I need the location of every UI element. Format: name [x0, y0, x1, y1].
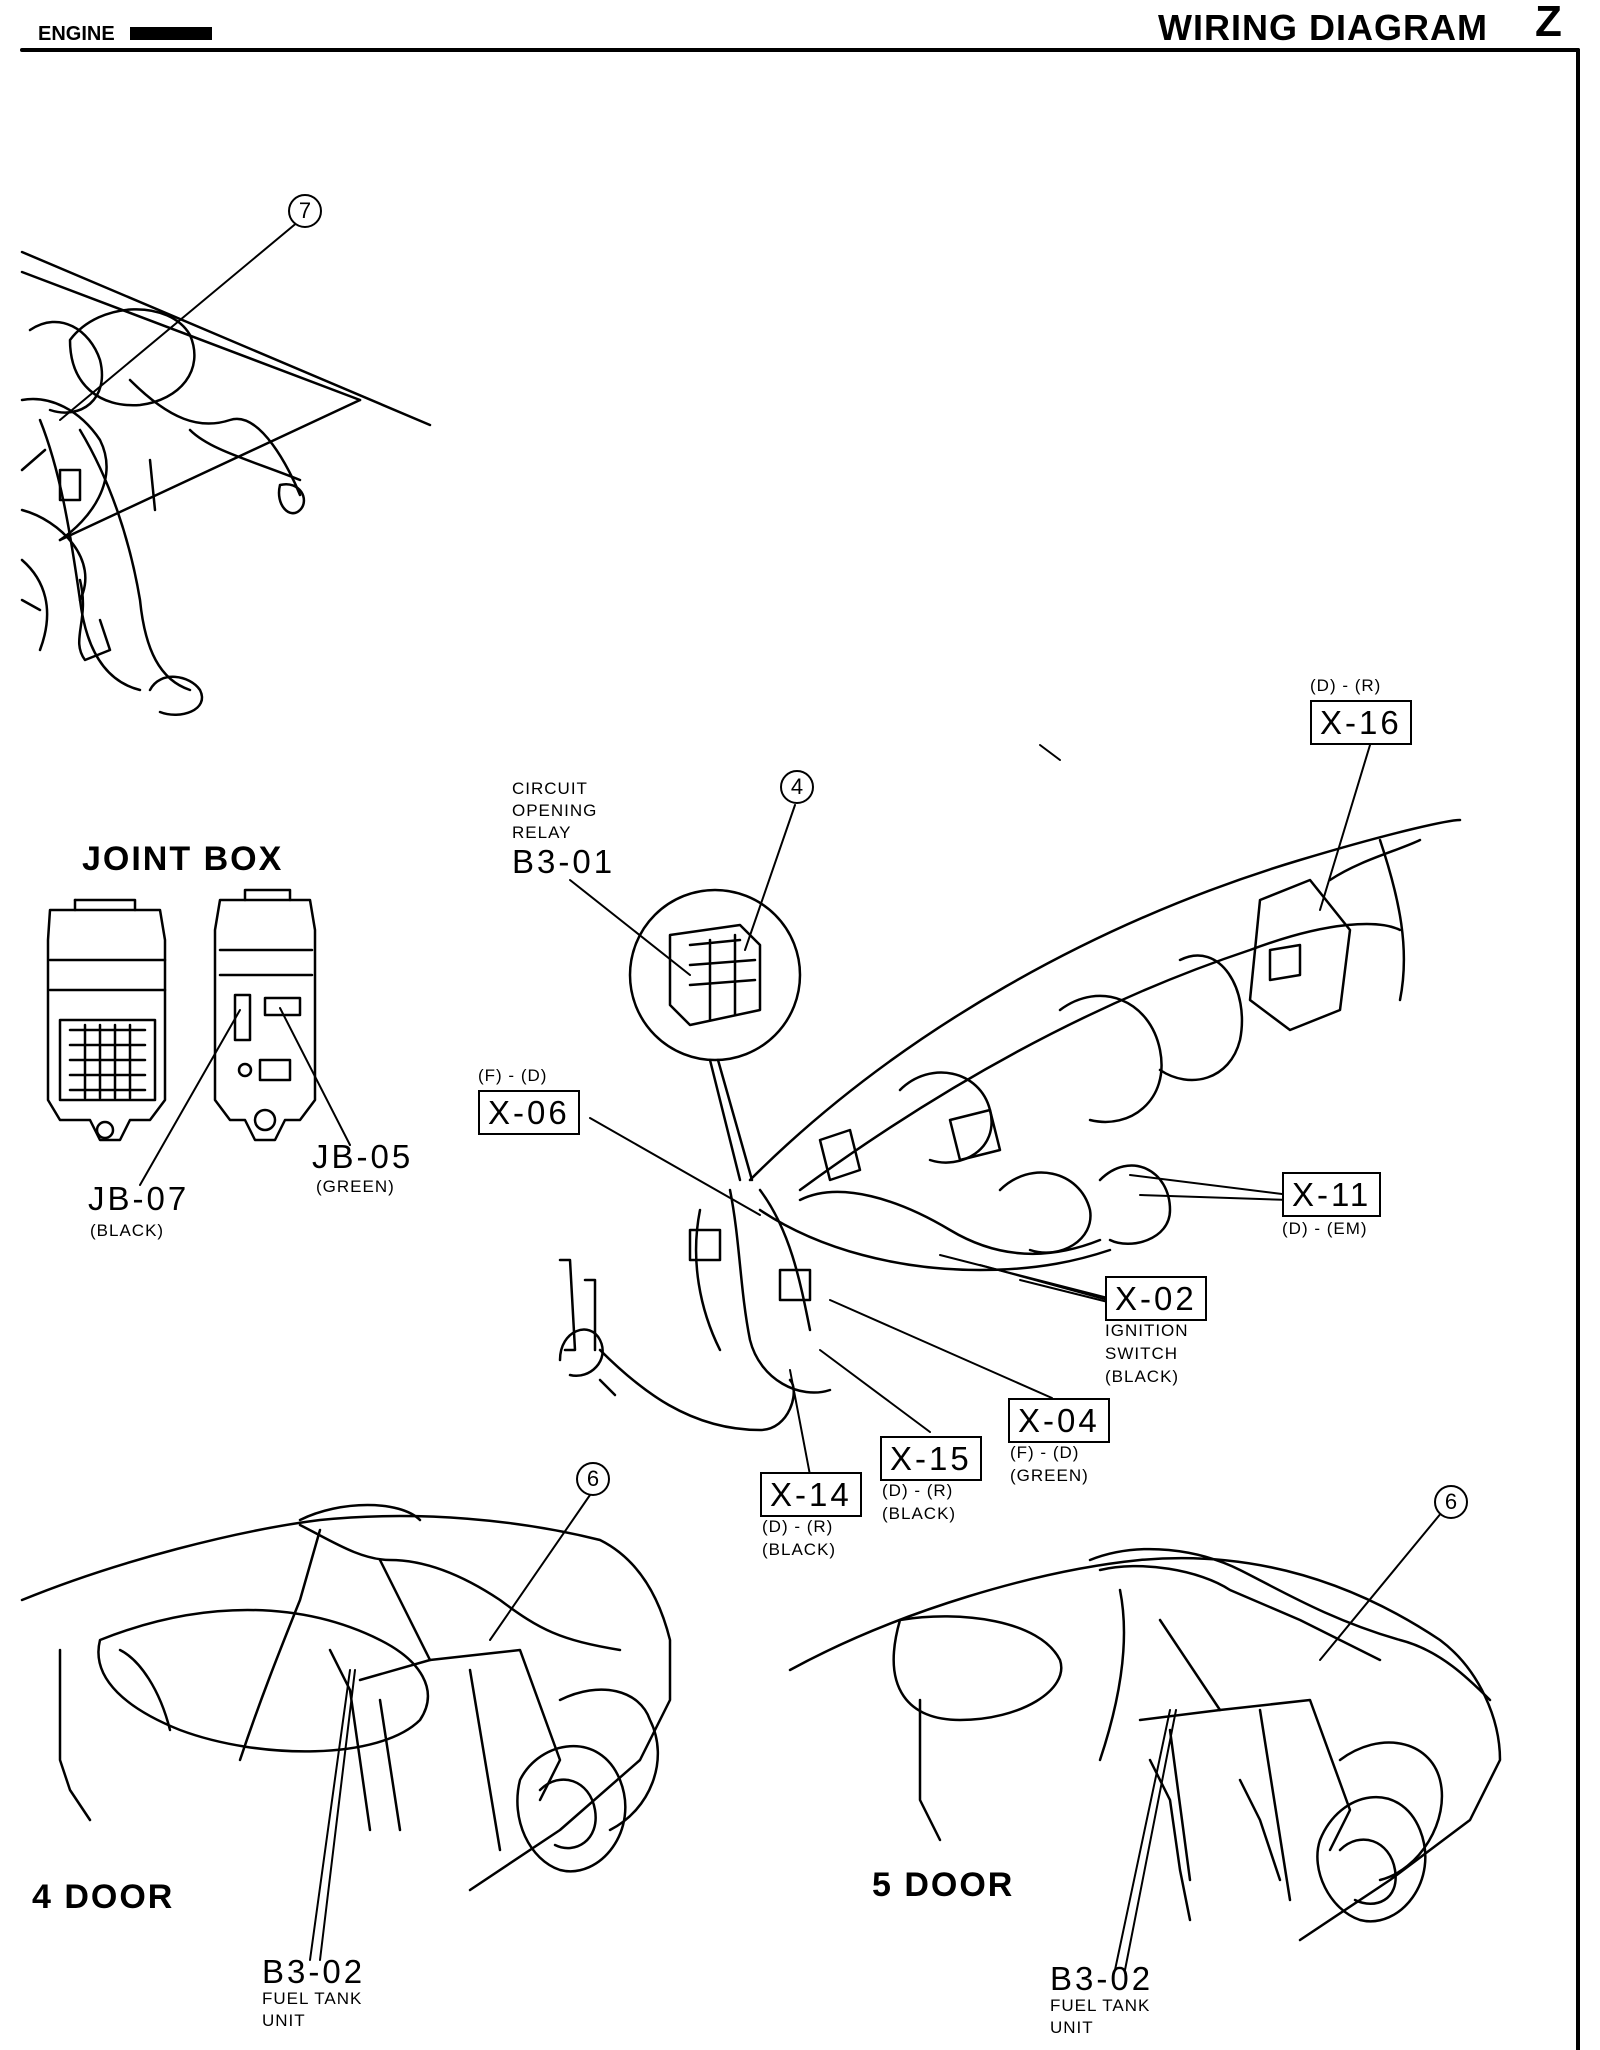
- x16-route: (D) - (R): [1310, 676, 1382, 695]
- x15-route: (D) - (R): [882, 1481, 954, 1500]
- four-door-car-illustration: [20, 1494, 672, 1961]
- x11-route: (D) - (EM): [1282, 1219, 1368, 1238]
- relay-name-line1: CIRCUIT: [512, 779, 588, 798]
- x04-color: (GREEN): [1010, 1466, 1089, 1485]
- page-frame: [20, 48, 1580, 2050]
- jb-05-color: (GREEN): [316, 1177, 395, 1196]
- callout-6-five-door: 6: [1434, 1485, 1468, 1519]
- x15-connector-box: X-15: [880, 1436, 982, 1482]
- dashboard-harness-illustration: [558, 744, 1462, 1476]
- section-redaction-bar: [130, 27, 212, 40]
- engine-compartment-view: [20, 215, 432, 717]
- x02-desc-line1: IGNITION: [1105, 1321, 1189, 1340]
- x02-desc-line2: SWITCH: [1105, 1344, 1179, 1363]
- five-door-title: 5 DOOR: [872, 1866, 1015, 1904]
- callout-7: 7: [288, 194, 322, 228]
- callout-4: 4: [780, 770, 814, 804]
- five-door-car-illustration: [788, 1511, 1502, 1971]
- x06-route: (F) - (D): [478, 1066, 548, 1085]
- relay-name-line3: RELAY: [512, 823, 572, 842]
- x02-connector-box: X-02: [1105, 1276, 1207, 1322]
- page-marker: Z: [1535, 0, 1562, 46]
- joint-box-illustration: [46, 888, 351, 1186]
- x06-connector-box: X-06: [478, 1090, 580, 1136]
- five-door-fuel-line2: UNIT: [1050, 2018, 1094, 2037]
- jb-07-color: (BLACK): [90, 1221, 165, 1240]
- x11-connector-box: X-11: [1282, 1172, 1382, 1218]
- x02-color: (BLACK): [1105, 1367, 1180, 1386]
- x14-color: (BLACK): [762, 1540, 837, 1559]
- callout-6-four-door: 6: [576, 1462, 610, 1496]
- x04-route: (F) - (D): [1010, 1443, 1080, 1462]
- relay-inset-illustration: [569, 804, 802, 1182]
- x15-color: (BLACK): [882, 1504, 957, 1523]
- five-door-fuel-line1: FUEL TANK: [1050, 1996, 1151, 2015]
- four-door-title: 4 DOOR: [32, 1878, 175, 1916]
- section-label: ENGINE: [38, 23, 115, 45]
- five-door-fuel-code: B3-02: [1050, 1960, 1154, 1997]
- jb-05-code: JB-05: [312, 1138, 414, 1175]
- jb-07-code: JB-07: [88, 1180, 190, 1217]
- relay-code: B3-01: [512, 843, 616, 880]
- x14-route: (D) - (R): [762, 1517, 834, 1536]
- four-door-fuel-code: B3-02: [262, 1953, 366, 1990]
- four-door-fuel-line1: FUEL TANK: [262, 1989, 363, 2008]
- x14-connector-box: X-14: [760, 1472, 862, 1518]
- four-door-fuel-line2: UNIT: [262, 2011, 306, 2030]
- page-title: WIRING DIAGRAM: [1158, 7, 1488, 48]
- x16-connector-box: X-16: [1310, 700, 1412, 746]
- joint-box-title: JOINT BOX: [82, 840, 284, 878]
- relay-name-line2: OPENING: [512, 801, 598, 820]
- x04-connector-box: X-04: [1008, 1398, 1110, 1444]
